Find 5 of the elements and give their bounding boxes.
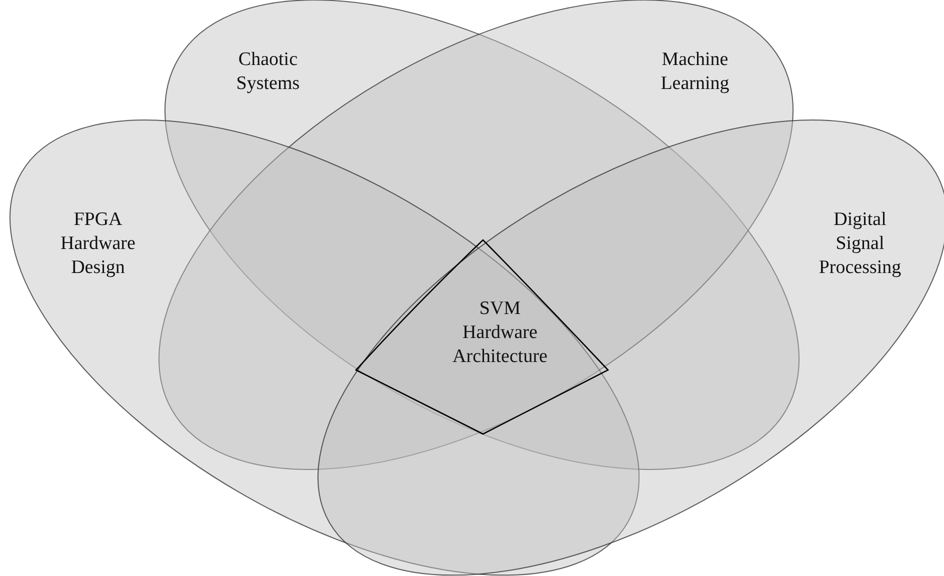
set-label: FPGA Hardware Design [60, 208, 136, 280]
set-label: Chaotic Systems [235, 48, 301, 96]
set-label: SVM Hardware Architecture [452, 297, 548, 369]
set-label: Digital Signal Processing [818, 208, 902, 280]
set-label: Machine Learning [660, 48, 730, 96]
